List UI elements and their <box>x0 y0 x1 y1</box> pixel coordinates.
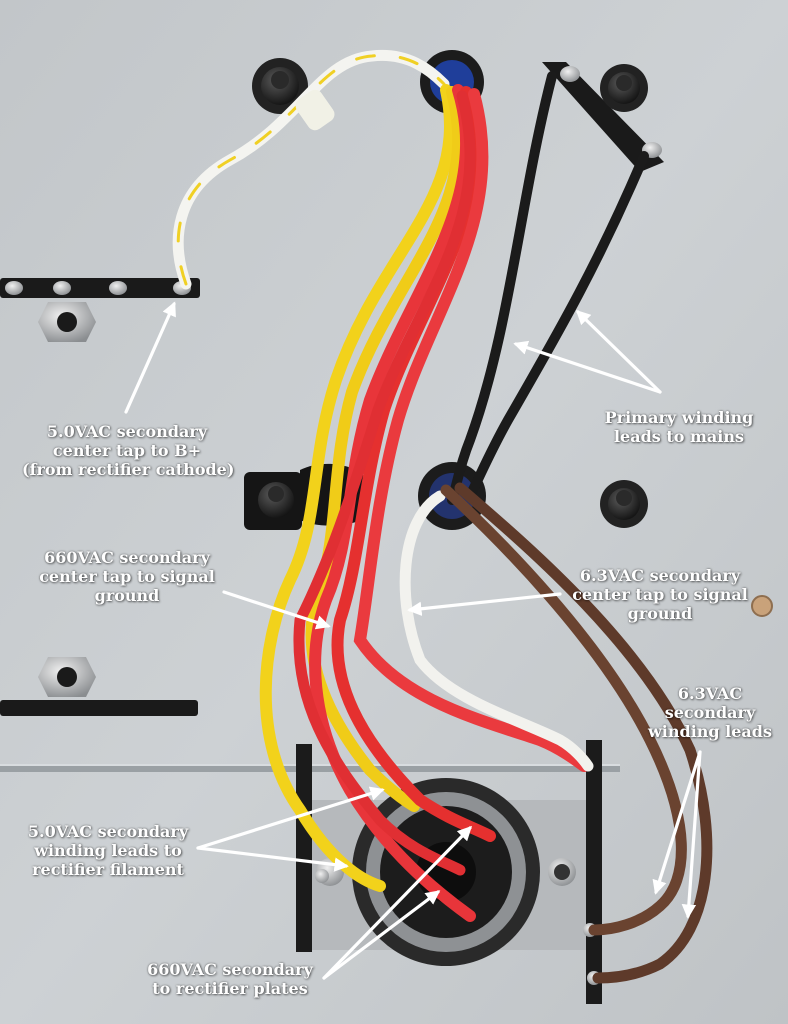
terminal-strip-upper <box>0 278 200 342</box>
knurled-nut-mid-right <box>600 480 648 528</box>
label-heater-leads: 6.3VAC secondary winding leads <box>648 684 772 741</box>
arrow-heater-2 <box>681 750 702 919</box>
wire-red-3 <box>353 88 590 772</box>
label-rectifier-filament: 5.0VAC secondary winding leads to rectif… <box>27 822 189 879</box>
knurled-nut-right <box>600 64 648 112</box>
wire-red-1 <box>309 84 476 922</box>
knurled-nut-top <box>252 58 308 114</box>
wire-yellow-1 <box>259 84 456 892</box>
label-heater-center-tap: 6.3VAC secondary center tap to signal gr… <box>572 566 748 623</box>
tube-socket <box>352 778 540 966</box>
rivet <box>751 595 773 617</box>
arrow-plates-2 <box>322 890 441 980</box>
wire-brown-2 <box>454 482 713 984</box>
wire-black-2 <box>465 151 649 501</box>
arrow-heater-ct <box>407 592 562 616</box>
terminal-strip-lower <box>0 657 198 716</box>
label-hv-center-tap: 660VAC secondary center tap to signal gr… <box>39 548 215 605</box>
arrow-plates-1 <box>322 825 473 980</box>
arrow-primary-1 <box>513 340 662 394</box>
arrow-filament-2 <box>196 846 349 872</box>
label-primary-winding: Primary winding leads to mains <box>604 408 754 446</box>
wire-red-4 <box>293 90 476 876</box>
wire-brown-1 <box>440 484 687 936</box>
arrow-b-plus-tap <box>124 301 176 414</box>
wire-black-1 <box>447 71 557 505</box>
label-rectifier-plates: 660VAC secondary to rectifier plates <box>147 960 313 998</box>
arrow-hv-center-tap <box>222 590 331 630</box>
arrow-filament-1 <box>196 786 385 850</box>
label-b-plus-tap: 5.0VAC secondary center tap to B+ (from … <box>22 422 235 479</box>
wire-white-ct <box>399 490 594 772</box>
arrow-heater-1 <box>652 750 702 895</box>
arrow-primary-2 <box>575 309 662 394</box>
